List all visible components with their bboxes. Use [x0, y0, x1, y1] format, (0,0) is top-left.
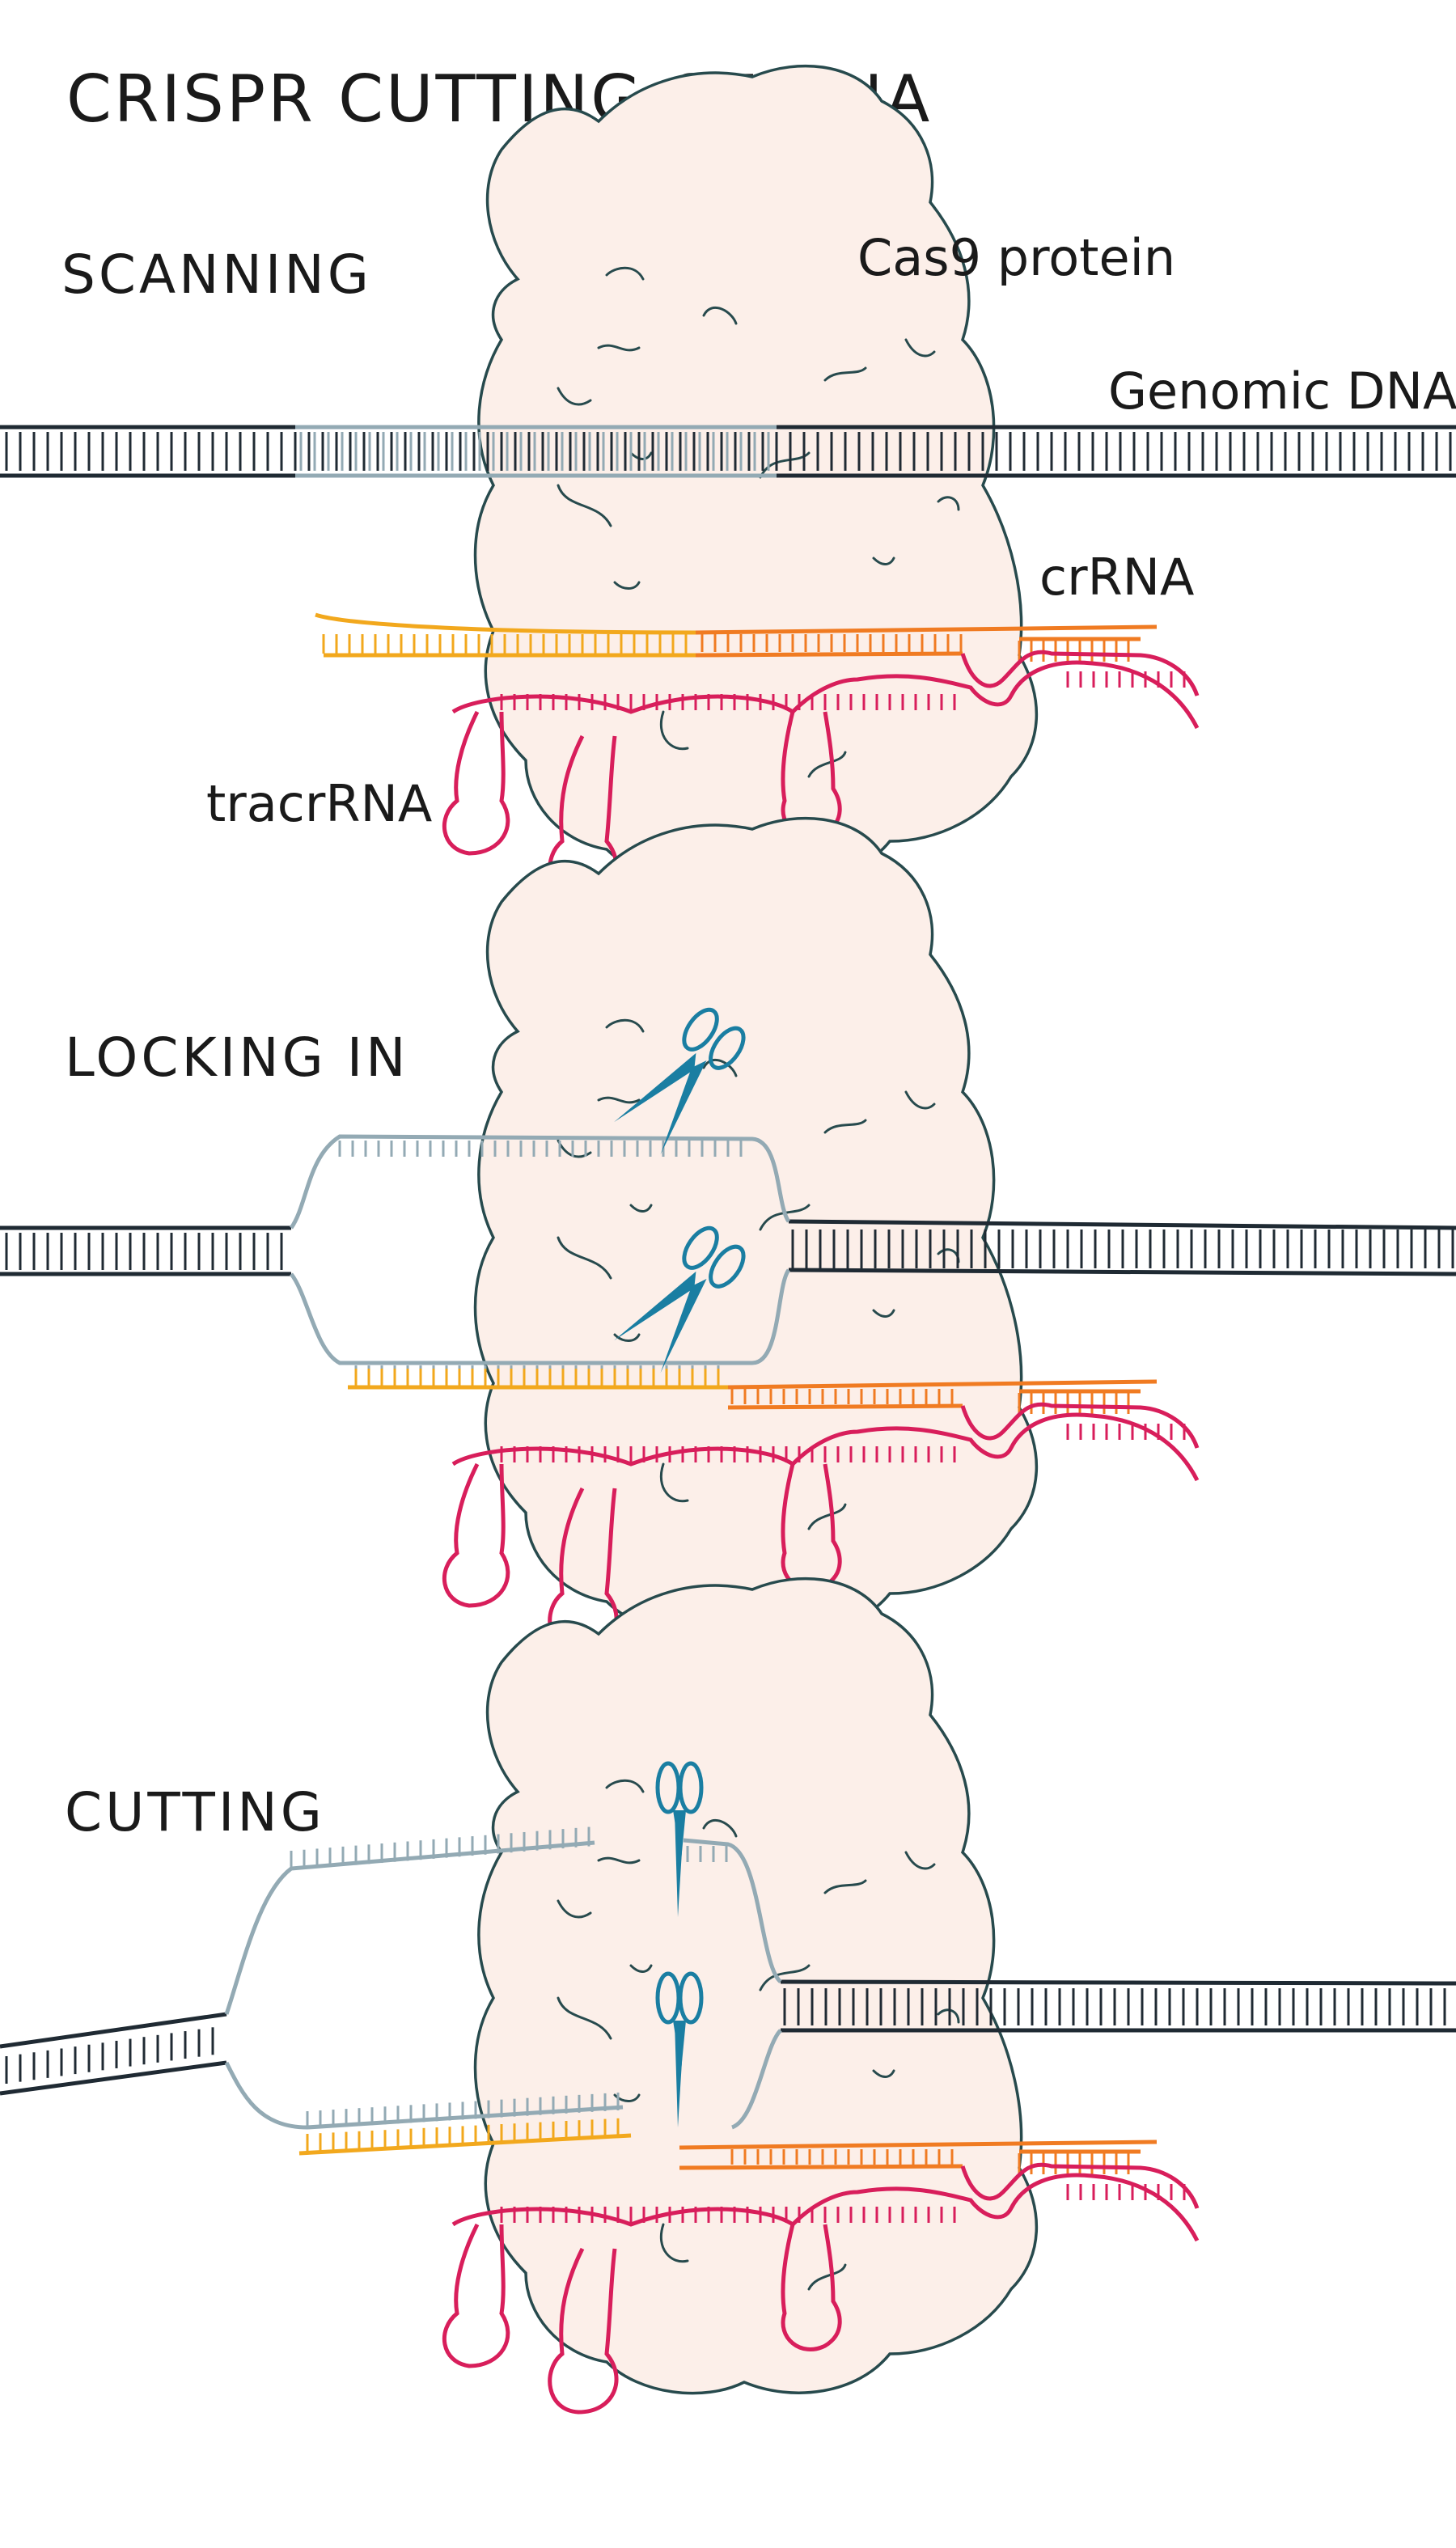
- stage-label-scanning: SCANNING: [61, 243, 372, 306]
- guide-rna: [348, 1369, 1158, 1414]
- scissors-icon: [655, 1761, 704, 1917]
- label-cas9-protein: Cas9 protein: [857, 228, 1175, 287]
- genomic-dna: [0, 1826, 1456, 2130]
- tracrrna-strand: [442, 650, 1200, 902]
- stage-label-cutting: CUTTING: [65, 1781, 325, 1843]
- guide-rna: [298, 2118, 1158, 2174]
- guide-rna: [315, 612, 1158, 662]
- cas9-protein: [473, 1577, 1039, 2395]
- label-genomic-dna: Genomic DNA: [1108, 362, 1456, 421]
- cas9-protein: [473, 64, 1039, 882]
- label-crrna: crRNA: [1039, 548, 1194, 607]
- tracrrna-strand: [442, 2162, 1200, 2415]
- stage-cutting: CUTTING: [0, 1577, 1456, 2415]
- scissors-icon: [655, 1971, 704, 2127]
- stage-scanning: SCANNING: [0, 64, 1456, 902]
- stage-label-locking-in: LOCKING IN: [65, 1026, 409, 1089]
- stage-locking-in: LOCKING IN: [0, 816, 1456, 1654]
- cas9-protein: [473, 816, 1039, 1635]
- label-tracrrna: tracrRNA: [206, 774, 432, 833]
- genomic-dna: [0, 425, 1456, 478]
